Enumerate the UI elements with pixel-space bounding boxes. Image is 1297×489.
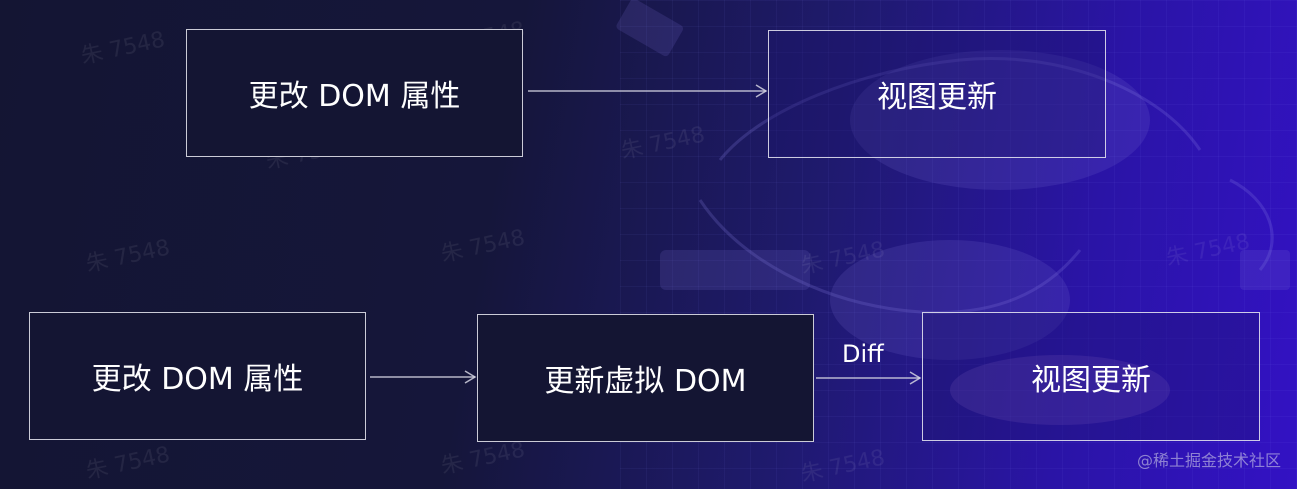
bottom-step1-box: 更改 DOM 属性 [29,312,366,440]
bottom-step2-box: 更新虚拟 DOM [477,314,814,442]
arrow-right-icon [370,370,477,384]
arrow-right-icon [528,84,768,98]
bottom-step1-label: 更改 DOM 属性 [91,362,304,397]
bottom-step3-label: 视图更新 [1031,362,1151,398]
top-step1-label: 更改 DOM 属性 [248,79,461,114]
top-step2-box: 视图更新 [768,30,1106,158]
bottom-step3-box: 视图更新 [922,312,1260,441]
top-step1-box: 更改 DOM 属性 [186,29,523,157]
arrow-right-icon [816,371,922,385]
source-credit: @稀土掘金技术社区 [1136,451,1281,470]
bottom-arrow-2 [816,371,922,385]
top-arrow [528,84,768,98]
bottom-step2-label: 更新虚拟 DOM [544,364,747,399]
bottom-arrow-1 [370,370,477,384]
diff-label: Diff [842,340,884,368]
top-step2-label: 视图更新 [877,80,997,115]
